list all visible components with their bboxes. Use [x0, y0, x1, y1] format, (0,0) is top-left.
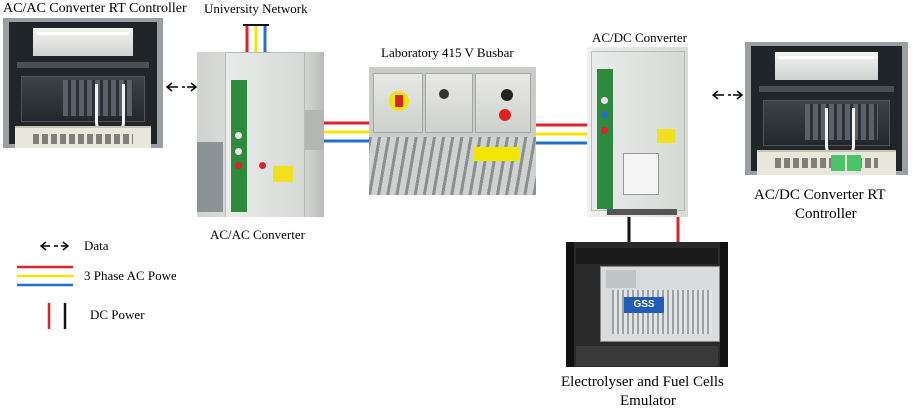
legend-data-icon — [40, 241, 70, 251]
ac-link-busbar-acdc — [536, 123, 588, 145]
acac-rt-controller-photo — [3, 18, 163, 148]
acac-converter-photo — [197, 52, 324, 217]
university-network-link — [243, 24, 269, 52]
legend-data-label: Data — [84, 238, 109, 253]
data-link-right-icon — [712, 90, 744, 100]
legend-dc-power-label: DC Power — [90, 307, 145, 322]
legend-ac-power-label: 3 Phase AC Powe — [84, 268, 176, 283]
acac-rt-controller-label: AC/AC Converter RT Controller — [3, 1, 187, 16]
emulator-label-1: Electrolyser and Fuel Cells — [561, 374, 724, 390]
dc-link-acdc-emulator — [627, 217, 680, 243]
legend-ac-power-icon — [17, 265, 73, 287]
university-network-label: University Network — [204, 1, 308, 16]
emulator-label-2: Emulator — [620, 393, 676, 409]
ac-link-acac-busbar — [324, 121, 370, 143]
emulator-logo: GSS — [624, 297, 664, 313]
busbar-label: Laboratory 415 V Busbar — [381, 45, 514, 60]
legend-dc-power-icon — [47, 303, 67, 329]
acdc-converter-label: AC/DC Converter — [592, 30, 687, 45]
acdc-rt-controller-label-2: Controller — [795, 206, 857, 222]
busbar-photo — [369, 67, 536, 195]
emulator-photo: GSS — [566, 242, 728, 367]
acdc-converter-photo — [587, 47, 688, 217]
acdc-rt-controller-label-1: AC/DC Converter RT — [754, 187, 886, 203]
acdc-rt-controller-photo — [745, 42, 908, 175]
data-link-left-icon — [166, 82, 198, 92]
acac-converter-label: AC/AC Converter — [210, 227, 305, 242]
